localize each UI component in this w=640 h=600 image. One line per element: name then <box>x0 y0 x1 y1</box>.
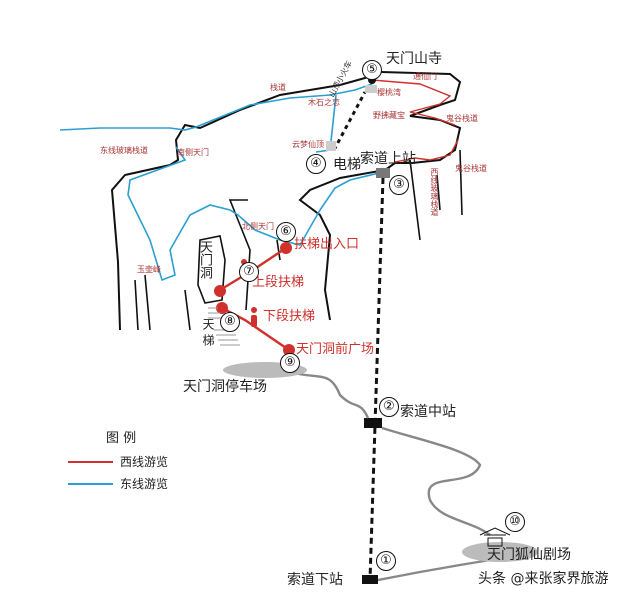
stop-number-4: ④ <box>306 154 326 174</box>
stop-number-10: ⑩ <box>505 512 525 532</box>
label-yunmeng: 云梦仙顶 <box>292 140 324 149</box>
cable-car-line <box>368 177 385 581</box>
legend-west: 西线游览 <box>120 455 169 469</box>
label-guigu-2: 鬼谷栈道 <box>455 164 487 173</box>
stop-number-8: ⑧ <box>220 312 240 332</box>
stop-dot <box>280 242 292 254</box>
label-yingtao: 樱桃湾 <box>377 88 401 97</box>
label-lower-escalator: 下段扶梯 <box>263 309 316 324</box>
label-east-glass: 东线玻璃栈道 <box>100 146 148 155</box>
road <box>289 370 491 582</box>
west-route-line <box>371 79 459 163</box>
stop-number-3: ③ <box>389 175 409 195</box>
escalator-person-icon <box>251 307 257 327</box>
middle-station-icon <box>364 418 382 428</box>
temple-icon <box>365 85 377 93</box>
theater-icon <box>479 527 511 547</box>
stop-number-2: ② <box>379 397 399 417</box>
label-cave-plaza: 天门洞前广场 <box>296 342 375 357</box>
lower-station-icon <box>362 575 378 584</box>
label-temple: 天门山寺 <box>386 51 442 67</box>
cliff-outline-2 <box>134 149 463 331</box>
upper-station-icon <box>376 168 390 178</box>
label-beice: 北侧天门 <box>242 222 274 231</box>
legend-east: 东线游览 <box>120 477 169 491</box>
label-nance: 南侧天门 <box>177 148 209 157</box>
label-upper-station: 索道上站 <box>360 151 416 167</box>
label-sky-ladder: 天梯 <box>201 318 215 350</box>
label-tongxian: 通仙门 <box>413 72 437 81</box>
label-tianmen-cave: 天门洞 <box>197 240 212 279</box>
elevator-icon <box>326 141 336 151</box>
label-west-glass: 西线玻璃栈道 <box>430 168 439 216</box>
stop-number-6: ⑥ <box>276 222 296 242</box>
stop-number-9: ⑨ <box>280 353 300 373</box>
stop-number-1: ① <box>376 551 396 571</box>
legend-title: 图 例 <box>106 431 137 446</box>
stop-dot <box>216 302 228 314</box>
label-upper-escalator: 上段扶梯 <box>252 275 305 290</box>
label-yefu: 野拂藏宝 <box>373 111 405 120</box>
theater-area <box>462 542 538 562</box>
watermark: 头条 @来张家界旅游 <box>478 571 609 587</box>
label-guigu-1: 鬼谷栈道 <box>446 114 478 123</box>
label-parking: 天门洞停车场 <box>183 379 267 395</box>
label-lower-station: 索道下站 <box>287 572 343 588</box>
stop-dot <box>214 285 226 297</box>
stop-number-5: ⑤ <box>362 60 382 80</box>
stop-number-7: ⑦ <box>239 262 259 282</box>
label-elevator: 电梯 <box>333 157 361 173</box>
label-yuhu: 玉壶峰 <box>137 265 161 274</box>
cliff-outline <box>110 70 462 331</box>
label-fox-theater: 天门狐仙剧场 <box>487 547 571 563</box>
label-zhandao: 栈道 <box>270 83 286 92</box>
label-mushi: 木石之恋 <box>308 98 340 107</box>
label-middle-station: 索道中站 <box>400 404 456 420</box>
mountain-train-line <box>332 91 367 151</box>
label-escalator-entrance: 扶梯出入口 <box>294 237 360 252</box>
tianmen-cave-rock <box>197 235 226 304</box>
